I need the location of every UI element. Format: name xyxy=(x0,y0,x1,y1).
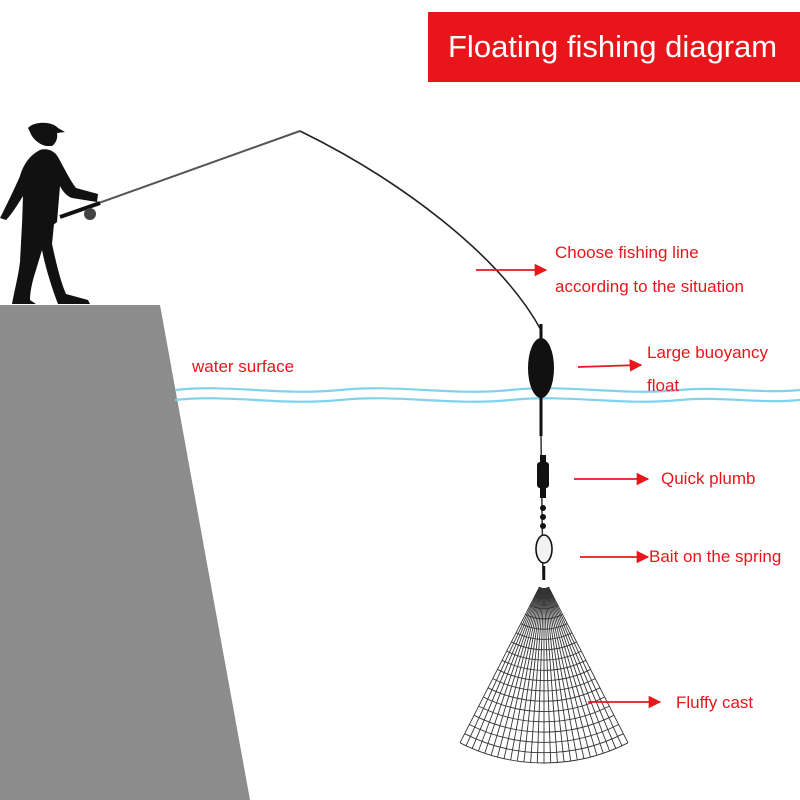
fishing-line-label-2: according to the situation xyxy=(555,277,745,296)
net-ring xyxy=(469,724,619,743)
float-label-1: Large buoyancy xyxy=(647,343,768,362)
net-ring xyxy=(473,714,615,733)
angler-silhouette xyxy=(0,122,98,304)
net-ring xyxy=(501,659,587,671)
plumb-label: Quick plumb xyxy=(661,469,756,488)
net-ring xyxy=(529,604,559,609)
bait-label: Bait on the spring xyxy=(649,547,782,566)
net-radial xyxy=(516,587,544,762)
net-ring xyxy=(464,733,624,754)
net-ring xyxy=(478,705,610,723)
net-radial xyxy=(497,587,542,758)
net-ring xyxy=(497,669,591,682)
diagram-title: Floating fishing diagram xyxy=(428,12,800,82)
bait-spring-icon xyxy=(535,534,553,564)
net-radial xyxy=(546,587,598,756)
net-radial xyxy=(465,586,541,746)
net-radial xyxy=(543,587,552,763)
water-surface-label: water surface xyxy=(192,357,295,376)
swivel-chain xyxy=(540,505,546,529)
net-radial xyxy=(530,587,544,763)
net-ring xyxy=(525,614,563,620)
net-ring xyxy=(534,595,554,599)
fishing-rod xyxy=(67,130,301,215)
rod-butt xyxy=(59,201,101,219)
net-radial xyxy=(477,587,541,752)
float-label-2: float xyxy=(647,376,680,395)
net-ring xyxy=(520,623,568,630)
net-radial xyxy=(545,587,585,759)
net-ring xyxy=(506,650,582,661)
fishing-line-label-1: Choose fishing line xyxy=(555,243,699,262)
net-radial xyxy=(459,586,540,744)
net-radial xyxy=(503,587,543,759)
cast-net xyxy=(459,586,629,764)
net-radial xyxy=(547,587,611,752)
net-radial xyxy=(546,587,591,758)
net-radial xyxy=(536,587,545,763)
water-wave-top xyxy=(174,387,800,393)
net-radial xyxy=(471,587,541,749)
net-radial xyxy=(523,587,544,762)
water-wave-bottom xyxy=(174,397,800,403)
pier xyxy=(0,305,250,800)
net-radial xyxy=(547,586,623,746)
net-radial xyxy=(548,586,629,744)
net-radial xyxy=(546,587,604,754)
net-ring xyxy=(487,687,601,702)
net-ring xyxy=(459,742,629,764)
fishing-line xyxy=(299,130,542,331)
arrow-float xyxy=(577,359,643,372)
net-ring xyxy=(483,696,605,712)
net-ring xyxy=(492,678,596,692)
reel-icon xyxy=(84,208,96,220)
cast-label: Fluffy cast xyxy=(676,693,754,712)
net-ring xyxy=(511,641,577,651)
net-radial xyxy=(490,587,542,756)
net-ring xyxy=(515,632,573,640)
net-radial xyxy=(545,587,578,761)
net-radial xyxy=(544,587,572,762)
float-icon xyxy=(528,324,554,436)
net-radial xyxy=(510,587,543,761)
plumb-icon xyxy=(537,455,549,498)
diagram-title-text: Floating fishing diagram xyxy=(448,29,778,64)
net-radial xyxy=(544,587,558,763)
net-radial xyxy=(484,587,542,754)
net-radial xyxy=(544,587,565,762)
net-radial xyxy=(547,587,617,749)
